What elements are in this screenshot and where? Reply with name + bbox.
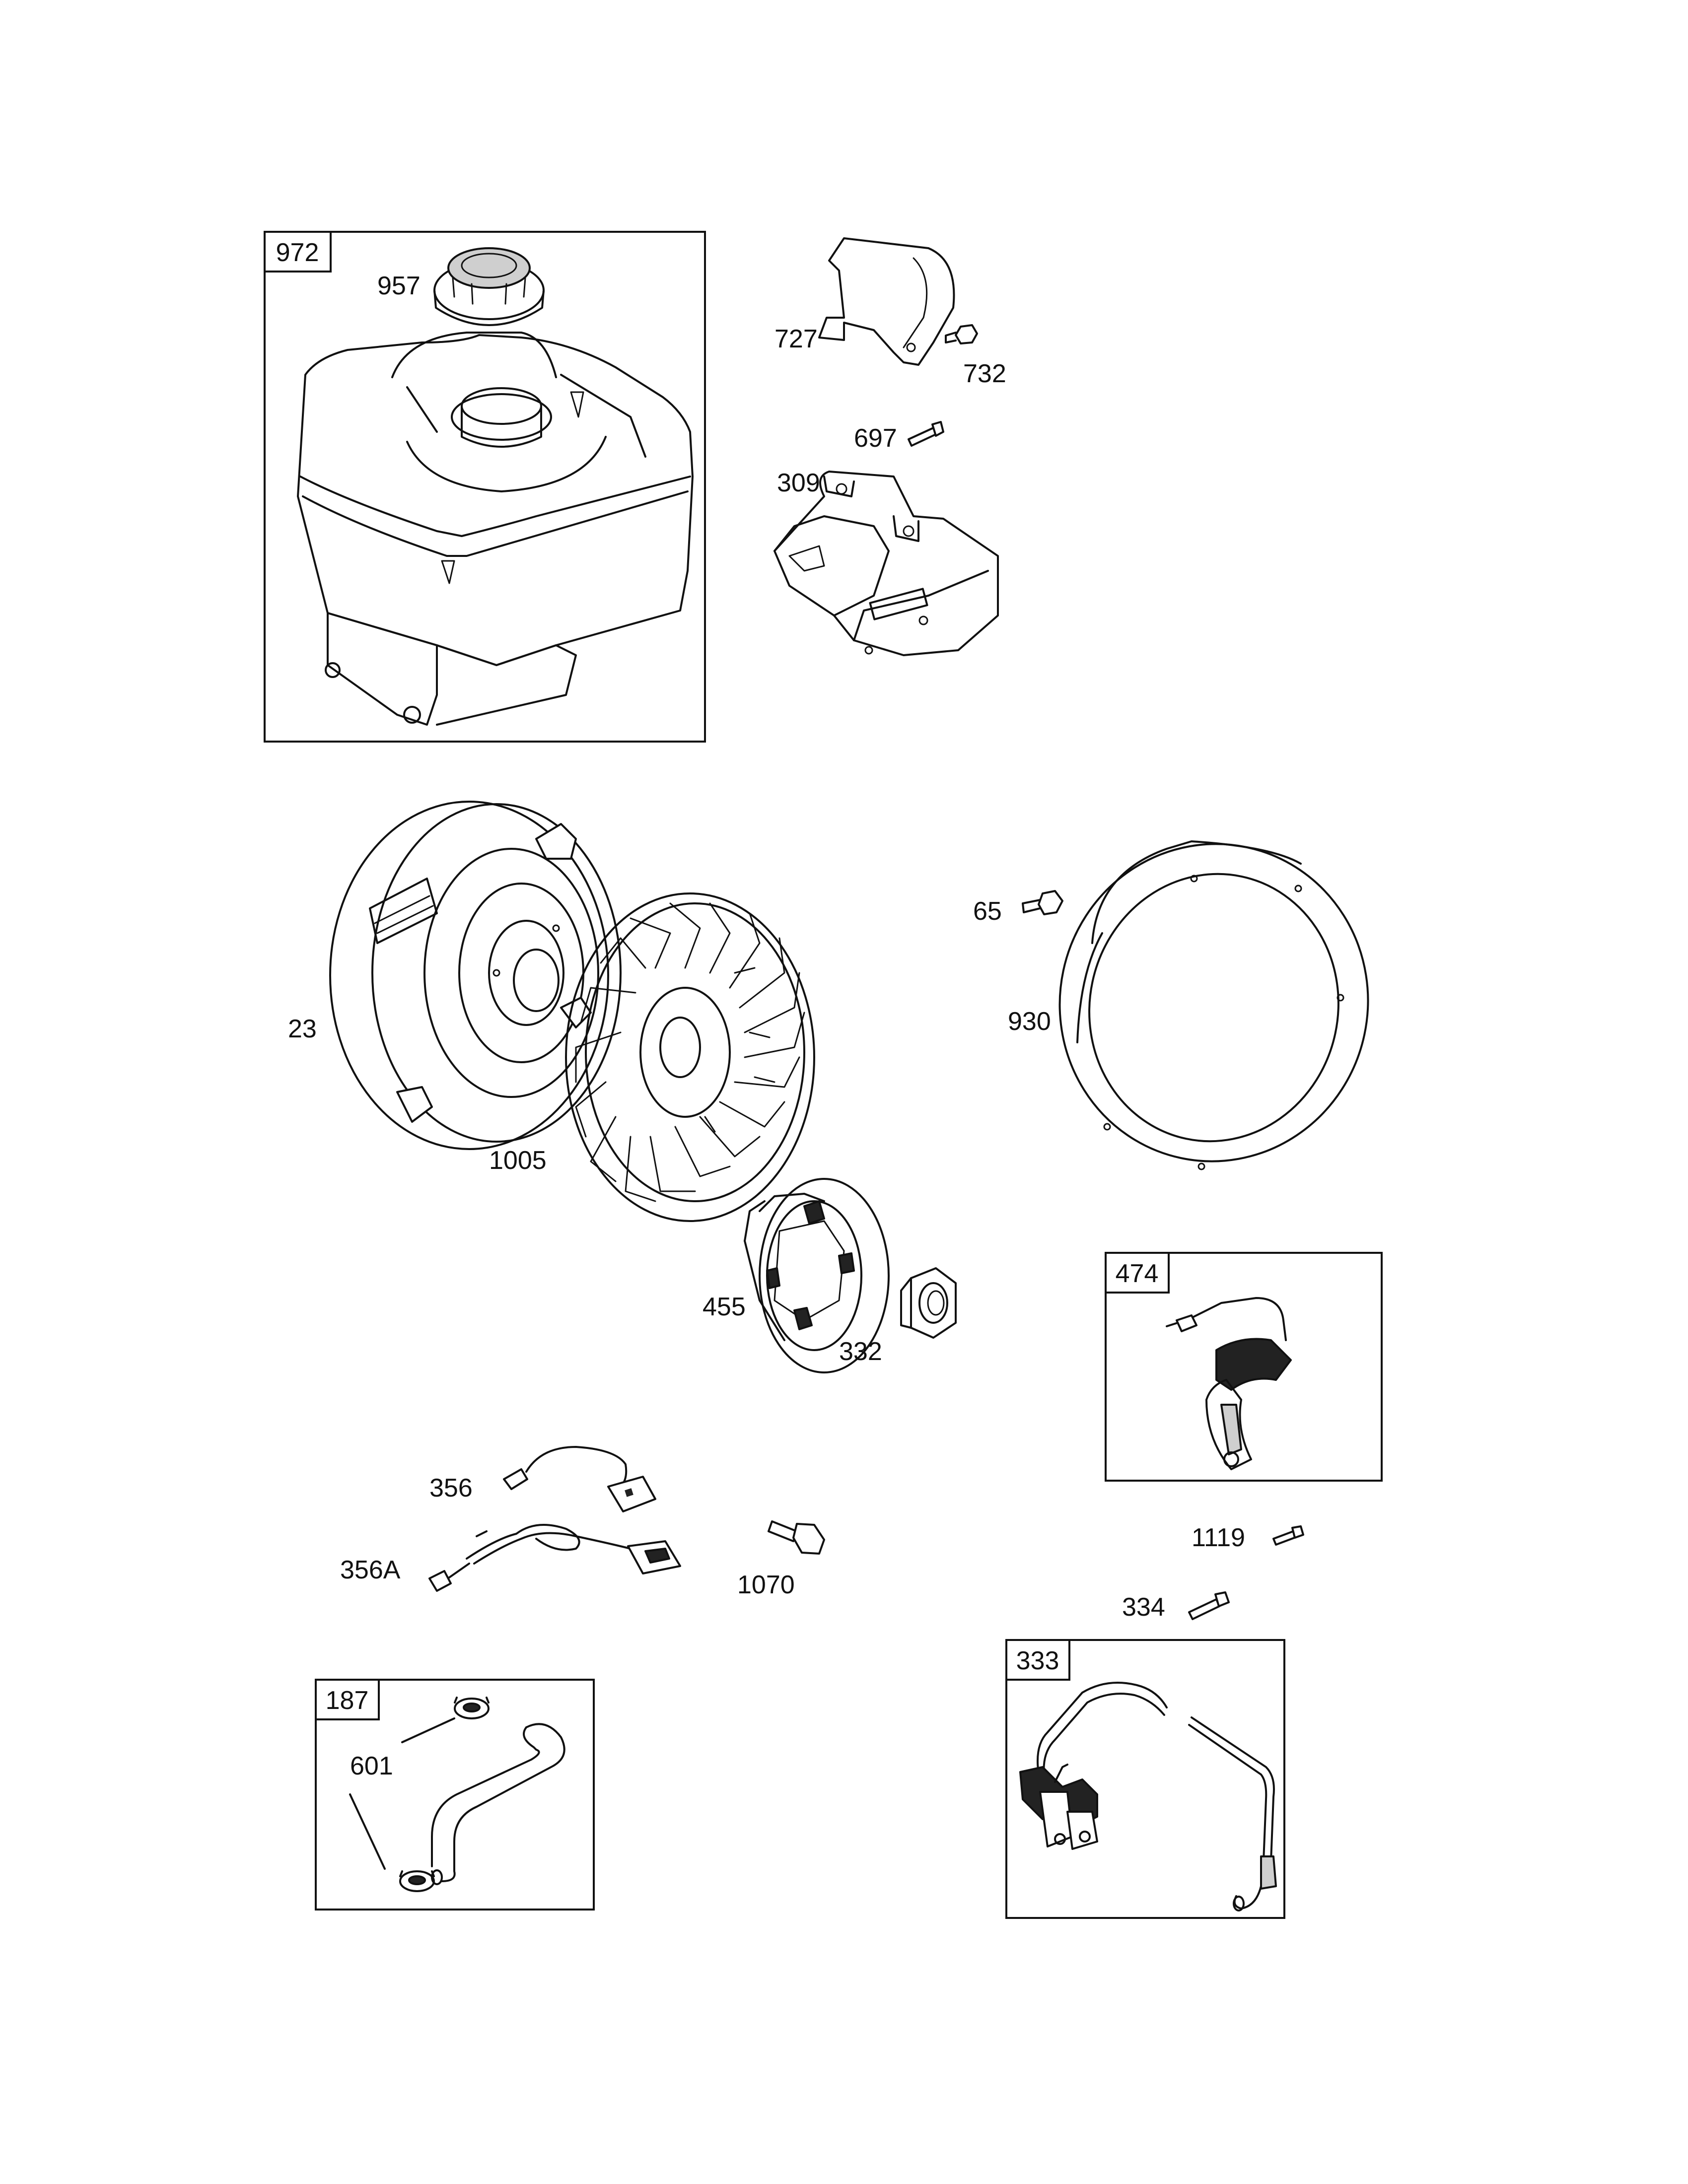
label-697: 697 (854, 424, 897, 453)
box-474-frame (1105, 1252, 1383, 1482)
screw-65 (1022, 890, 1063, 915)
armature-474 (1166, 1297, 1292, 1470)
wire-356 (503, 1446, 656, 1512)
shroud-727 (818, 237, 955, 366)
fuel-cap-957 (433, 247, 545, 326)
box-972-frame (264, 231, 706, 743)
leader-601-lower (349, 1793, 386, 1870)
label-1070: 1070 (737, 1570, 795, 1599)
fuel-tank-group: 972 957 (264, 231, 706, 743)
clamp-lower (399, 1870, 435, 1892)
box-333-tag (1005, 1639, 1070, 1681)
label-601: 601 (350, 1752, 393, 1780)
nut-332 (900, 1267, 957, 1339)
fuel-tank-body (297, 332, 694, 726)
label-23: 23 (288, 1015, 317, 1043)
leader-601-upper (401, 1717, 455, 1743)
fuel-line-group: 187 601 (315, 1679, 595, 1911)
flywheel-23 (329, 801, 622, 1150)
box-187-tag (315, 1679, 380, 1720)
label-334: 334 (1122, 1593, 1165, 1622)
label-930: 930 (1008, 1007, 1051, 1036)
label-356a: 356A (340, 1556, 401, 1584)
box-187-number: 187 (326, 1686, 369, 1715)
label-65: 65 (973, 897, 1002, 926)
box-187-frame (315, 1679, 595, 1911)
box-972-number: 972 (276, 238, 319, 267)
screw-697 (908, 421, 944, 447)
label-727: 727 (774, 325, 818, 353)
rectifier-309 (774, 471, 999, 656)
box-474-tag (1105, 1252, 1170, 1294)
screw-1070 (768, 1520, 825, 1555)
armature-333-group: 333 (1005, 1639, 1285, 1919)
label-455: 455 (703, 1293, 746, 1321)
label-1119: 1119 (1192, 1523, 1245, 1552)
label-309: 309 (777, 469, 820, 497)
armature-333 (1019, 1682, 1277, 1911)
screw-1119 (1272, 1525, 1304, 1546)
armature-group: 474 (1105, 1252, 1383, 1482)
box-333-number: 333 (1016, 1646, 1059, 1675)
clamp-upper (454, 1697, 490, 1719)
label-356: 356 (429, 1474, 473, 1502)
cup-455 (744, 1178, 890, 1373)
box-474-number: 474 (1116, 1259, 1159, 1288)
wire-356A (428, 1524, 681, 1592)
fan-1005 (565, 892, 815, 1222)
label-732: 732 (963, 359, 1006, 388)
label-957: 957 (377, 272, 421, 300)
screw-732 (945, 324, 978, 344)
label-1005: 1005 (489, 1146, 547, 1175)
screw-334 (1188, 1591, 1230, 1620)
label-332: 332 (839, 1337, 882, 1366)
box-972-tag (264, 231, 332, 273)
fuel-hose (431, 1723, 565, 1885)
box-333-frame (1005, 1639, 1285, 1919)
screen-930 (1058, 840, 1369, 1170)
